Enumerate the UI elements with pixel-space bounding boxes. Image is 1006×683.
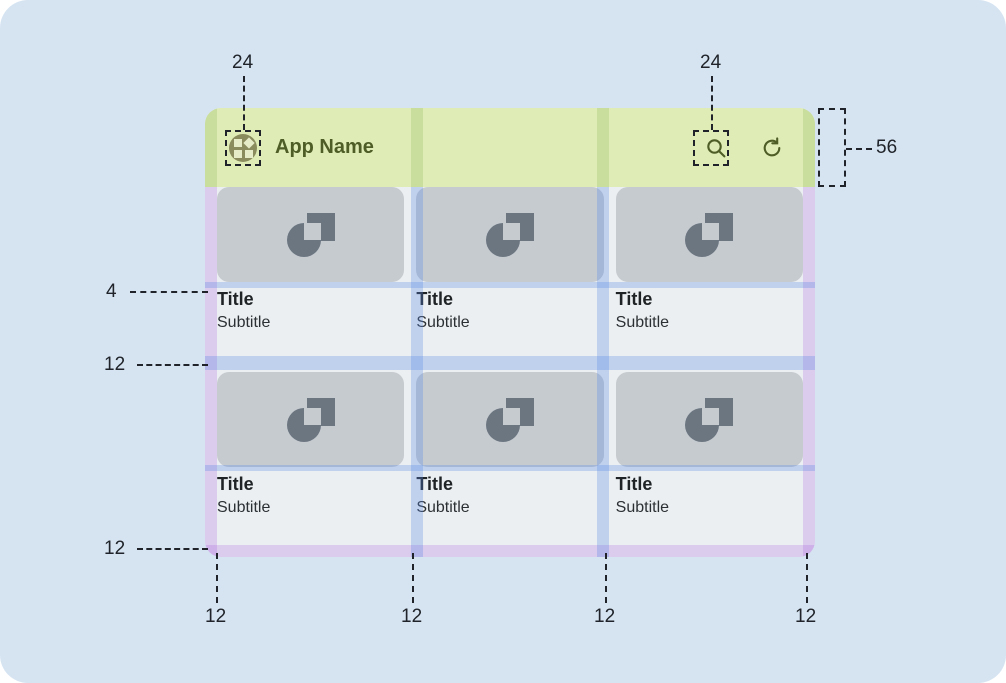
image-placeholder-icon: [286, 212, 335, 257]
annotation-leader-24-left: [243, 76, 245, 130]
image-placeholder-icon: [286, 397, 335, 442]
app-frame: App Name: [205, 108, 815, 557]
card-text: Title Subtitle: [416, 286, 603, 334]
card-text: Title Subtitle: [217, 286, 404, 334]
card-title: Title: [416, 289, 454, 309]
card-media: [416, 372, 604, 467]
logo-square-1: [234, 138, 242, 147]
annotation-label-24-left: 24: [232, 52, 254, 73]
card[interactable]: Title Subtitle: [416, 187, 604, 360]
card-media: [217, 187, 405, 282]
annotation-label-12-bottom-padding: 12: [104, 538, 126, 559]
annotation-label-12-right-padding: 12: [795, 606, 817, 627]
card-text: Title Subtitle: [616, 286, 803, 334]
card[interactable]: Title Subtitle: [217, 187, 405, 360]
annotation-label-12-row-gutter: 12: [104, 354, 126, 375]
app-bar: App Name: [205, 108, 815, 187]
image-placeholder-icon: [485, 212, 534, 257]
card-title: Title: [416, 474, 454, 494]
annotation-box-logo: [225, 130, 261, 166]
logo-square-3: [245, 149, 253, 158]
annotation-leader-12-row-gutter: [137, 364, 208, 366]
card-media: [416, 187, 604, 282]
card[interactable]: Title Subtitle: [217, 372, 405, 545]
app-logo-icon[interactable]: [229, 133, 257, 162]
annotation-box-appbar-height: [818, 108, 846, 187]
app-bar-leading: App Name: [217, 133, 703, 162]
card-subtitle: Subtitle: [416, 314, 470, 331]
annotation-label-24-right: 24: [700, 52, 722, 73]
image-placeholder-icon: [485, 397, 534, 442]
refresh-icon[interactable]: [759, 135, 785, 161]
app-title: App Name: [275, 136, 374, 158]
card-text: Title Subtitle: [616, 471, 803, 519]
card-row: Title Subtitle Title Subtitle: [217, 187, 803, 360]
annotation-label-56: 56: [876, 137, 898, 158]
annotation-leader-12-bottom-padding: [137, 548, 208, 550]
card-title: Title: [615, 474, 653, 494]
annotation-leader-4: [130, 291, 208, 293]
image-placeholder-icon: [685, 397, 734, 442]
card-media: [615, 372, 803, 467]
card-media: [217, 372, 405, 467]
annotation-label-12-col-gutter-2: 12: [594, 606, 616, 627]
card-media: [615, 187, 803, 282]
card-subtitle: Subtitle: [615, 499, 670, 516]
card-subtitle: Subtitle: [217, 314, 271, 331]
card-title: Title: [615, 289, 653, 309]
annotation-leader-12-col-gutter-1: [412, 553, 414, 603]
image-placeholder-icon: [685, 212, 734, 257]
annotation-leader-12-left-padding: [216, 553, 218, 603]
annotation-label-12-col-gutter-1: 12: [401, 606, 423, 627]
card-row: Title Subtitle Title Subtitle: [217, 372, 803, 545]
card-grid: Title Subtitle Title Subtitle: [205, 187, 815, 557]
card[interactable]: Title Subtitle: [615, 187, 803, 360]
card-subtitle: Subtitle: [416, 499, 470, 516]
card-subtitle: Subtitle: [615, 314, 670, 331]
annotation-leader-12-right-padding: [806, 553, 808, 603]
logo-square-2: [234, 149, 242, 158]
annotation-leader-24-right: [711, 76, 713, 130]
card[interactable]: Title Subtitle: [615, 372, 803, 545]
card-text: Title Subtitle: [217, 471, 404, 519]
card-subtitle: Subtitle: [217, 499, 271, 516]
annotation-box-search: [693, 130, 729, 166]
card-title: Title: [217, 474, 254, 494]
annotation-leader-12-col-gutter-2: [605, 553, 607, 603]
annotation-leader-56: [846, 148, 872, 150]
app-bar-actions: [703, 135, 803, 161]
card-text: Title Subtitle: [416, 471, 603, 519]
card[interactable]: Title Subtitle: [416, 372, 604, 545]
search-icon[interactable]: [703, 135, 729, 161]
card-title: Title: [217, 289, 254, 309]
annotation-label-4: 4: [106, 281, 117, 302]
annotation-label-12-left-padding: 12: [205, 606, 227, 627]
